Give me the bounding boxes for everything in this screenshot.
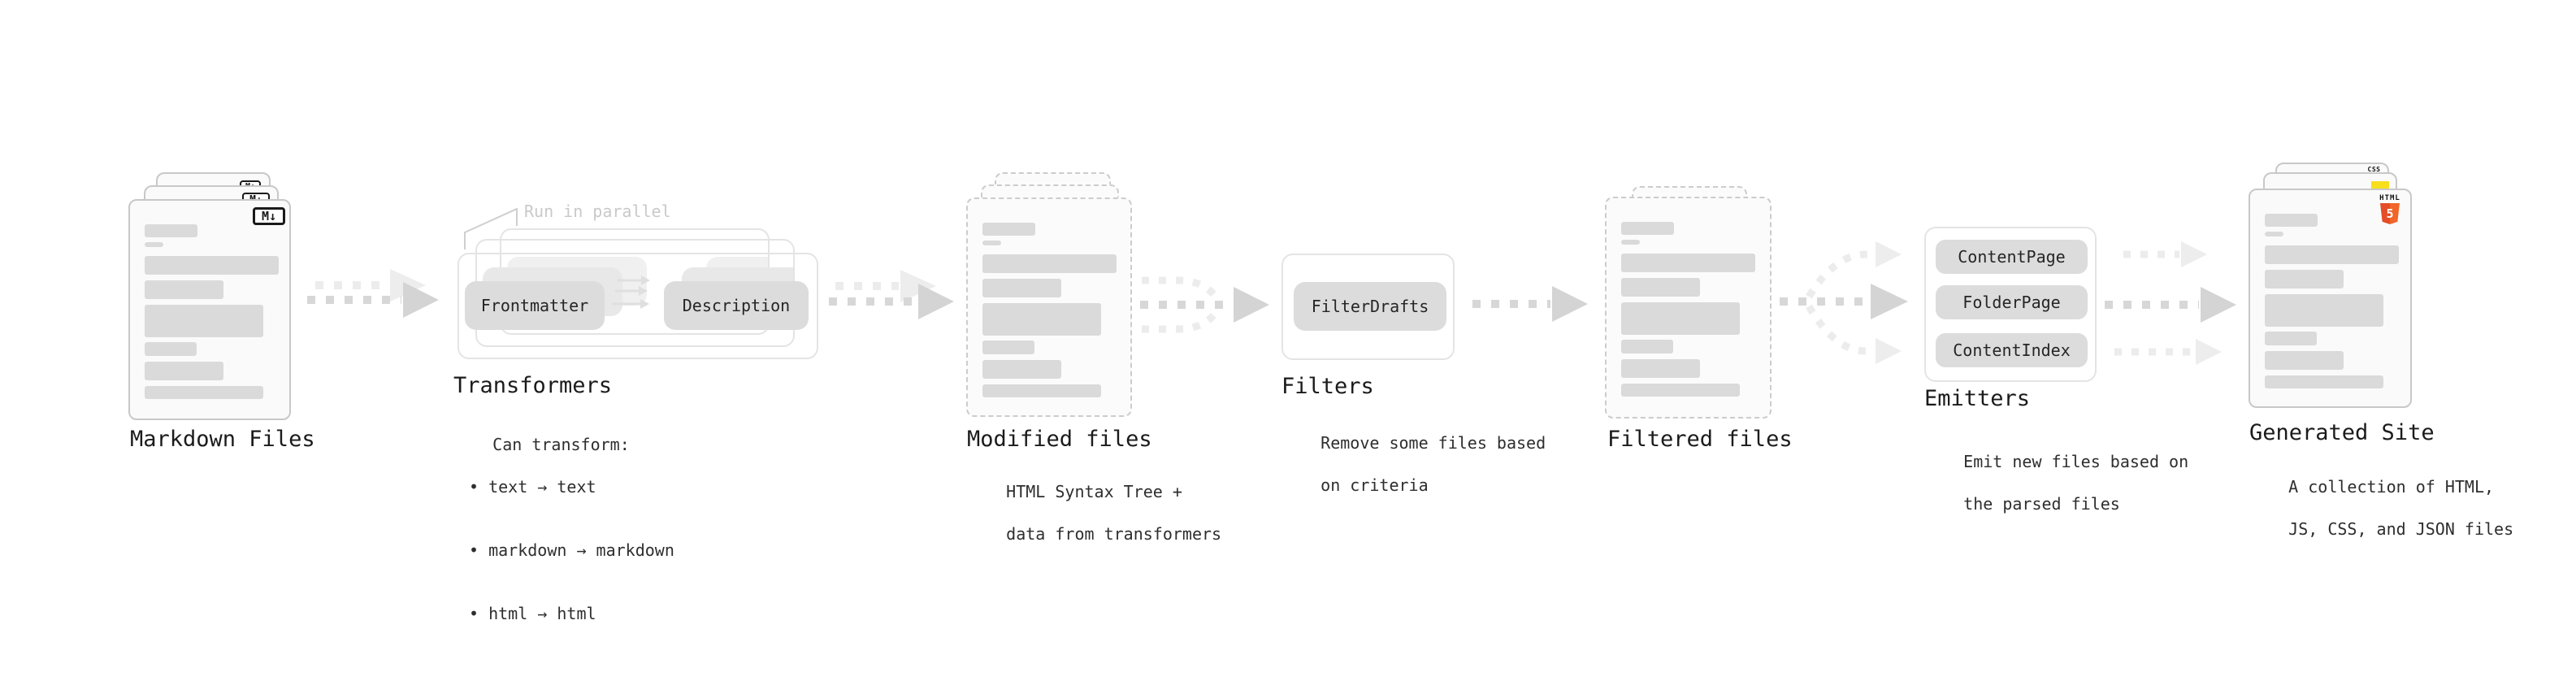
arrow-transformers-to-modified (829, 270, 954, 319)
skeleton-line (982, 384, 1101, 397)
arrow-modified-to-filters-merge (1140, 276, 1269, 333)
skeleton-line (2265, 245, 2399, 264)
skeleton-line (2265, 375, 2383, 388)
desc-line: the parsed files (1963, 494, 2120, 514)
skeleton-line (1621, 240, 1640, 245)
desc-line: on criteria (1321, 475, 1429, 495)
skeleton-line (982, 279, 1061, 297)
skeleton-line (982, 360, 1061, 379)
document-card-front: HTML 5 (2249, 189, 2412, 408)
document-card-front (966, 197, 1132, 417)
skeleton-line (145, 342, 197, 356)
frontmatter-node: Frontmatter (465, 281, 605, 330)
skeleton-line (1621, 278, 1700, 297)
emitters-description: Emit new files based on the parsed files (1924, 430, 2188, 536)
desc-line: Remove some files based (1321, 433, 1546, 453)
modified-files-description: HTML Syntax Tree + data from transformer… (967, 460, 1221, 566)
skeleton-line (145, 256, 279, 275)
arrow-filters-to-filtered (1472, 286, 1588, 322)
skeleton-line (2265, 214, 2318, 227)
skeleton-line (982, 340, 1034, 354)
label-markdown-files: Markdown Files (130, 427, 315, 452)
contentindex-node: ContentIndex (1936, 333, 2088, 367)
contentpage-node: ContentPage (1936, 240, 2088, 274)
desc-line: Emit new files based on (1963, 452, 2189, 471)
skeleton-line (145, 386, 263, 399)
skeleton-line (2265, 294, 2383, 327)
html5-shield: 5 (2380, 203, 2400, 224)
skeleton-line (145, 242, 163, 247)
transformers-bullet: • html → html (469, 604, 596, 623)
document-card-front: M↓ (128, 199, 291, 420)
skeleton-line (145, 280, 223, 299)
skeleton-line (1621, 302, 1740, 335)
skeleton-line (1621, 254, 1755, 272)
label-transformers: Transformers (453, 373, 613, 398)
skeleton-line (982, 254, 1117, 273)
transformers-bullet: • text → text (469, 477, 596, 497)
arrow-emitters-to-generated-bottom (2114, 339, 2222, 365)
desc-line: data from transformers (1006, 524, 1222, 544)
arrow-filtered-to-emitters-split (1780, 241, 1908, 364)
skeleton-line (2265, 232, 2283, 236)
label-filtered-files: Filtered files (1607, 427, 1793, 452)
label-emitters: Emitters (1924, 386, 2031, 411)
generated-site-description: A collection of HTML, JS, CSS, and JSON … (2249, 455, 2513, 561)
transformers-description: Can transform: • text → text • markdown … (453, 413, 674, 666)
html5-number: 5 (2386, 206, 2394, 221)
desc-line: JS, CSS, and JSON files (2288, 519, 2514, 539)
skeleton-line (1621, 340, 1673, 354)
skeleton-line (1621, 359, 1700, 378)
css-label: CSS (2367, 166, 2381, 173)
desc-line: A collection of HTML, (2288, 477, 2495, 497)
transformers-desc-heading: Can transform: (492, 435, 630, 454)
skeleton-line (1621, 384, 1740, 397)
skeleton-line (982, 303, 1101, 336)
filterdrafts-node: FilterDrafts (1294, 282, 1446, 331)
filters-box: FilterDrafts (1281, 254, 1455, 360)
run-in-parallel-label: Run in parallel (524, 202, 671, 221)
transformer-stack-box-front: Frontmatter Description (458, 253, 818, 359)
label-generated-site: Generated Site (2249, 420, 2435, 445)
label-modified-files: Modified files (967, 427, 1152, 452)
skeleton-line (145, 305, 263, 337)
skeleton-line (982, 241, 1001, 245)
html5-icon: HTML 5 (2379, 195, 2400, 224)
skeleton-line (1621, 222, 1674, 235)
skeleton-line (982, 223, 1035, 236)
arrow-markdown-to-transformers (307, 269, 439, 318)
document-card-front (1605, 197, 1772, 419)
emitters-box: ContentPage FolderPage ContentIndex (1924, 227, 2097, 382)
skeleton-line (2265, 332, 2317, 345)
arrow-emitters-to-generated-middle (2105, 287, 2236, 323)
arrow-emitters-to-generated-top (2123, 241, 2207, 267)
folderpage-node: FolderPage (1936, 285, 2088, 319)
filters-description: Remove some files based on criteria (1281, 411, 1546, 517)
markdown-badge-icon: M↓ (253, 207, 285, 225)
description-node: Description (664, 281, 809, 330)
skeleton-line (145, 362, 223, 380)
skeleton-line (145, 224, 197, 237)
transformers-bullet: • markdown → markdown (469, 540, 674, 560)
label-filters: Filters (1281, 374, 1374, 399)
skeleton-line (2265, 351, 2344, 370)
skeleton-line (2265, 270, 2344, 288)
html-label: HTML (2379, 194, 2400, 202)
desc-line: HTML Syntax Tree + (1006, 482, 1182, 501)
